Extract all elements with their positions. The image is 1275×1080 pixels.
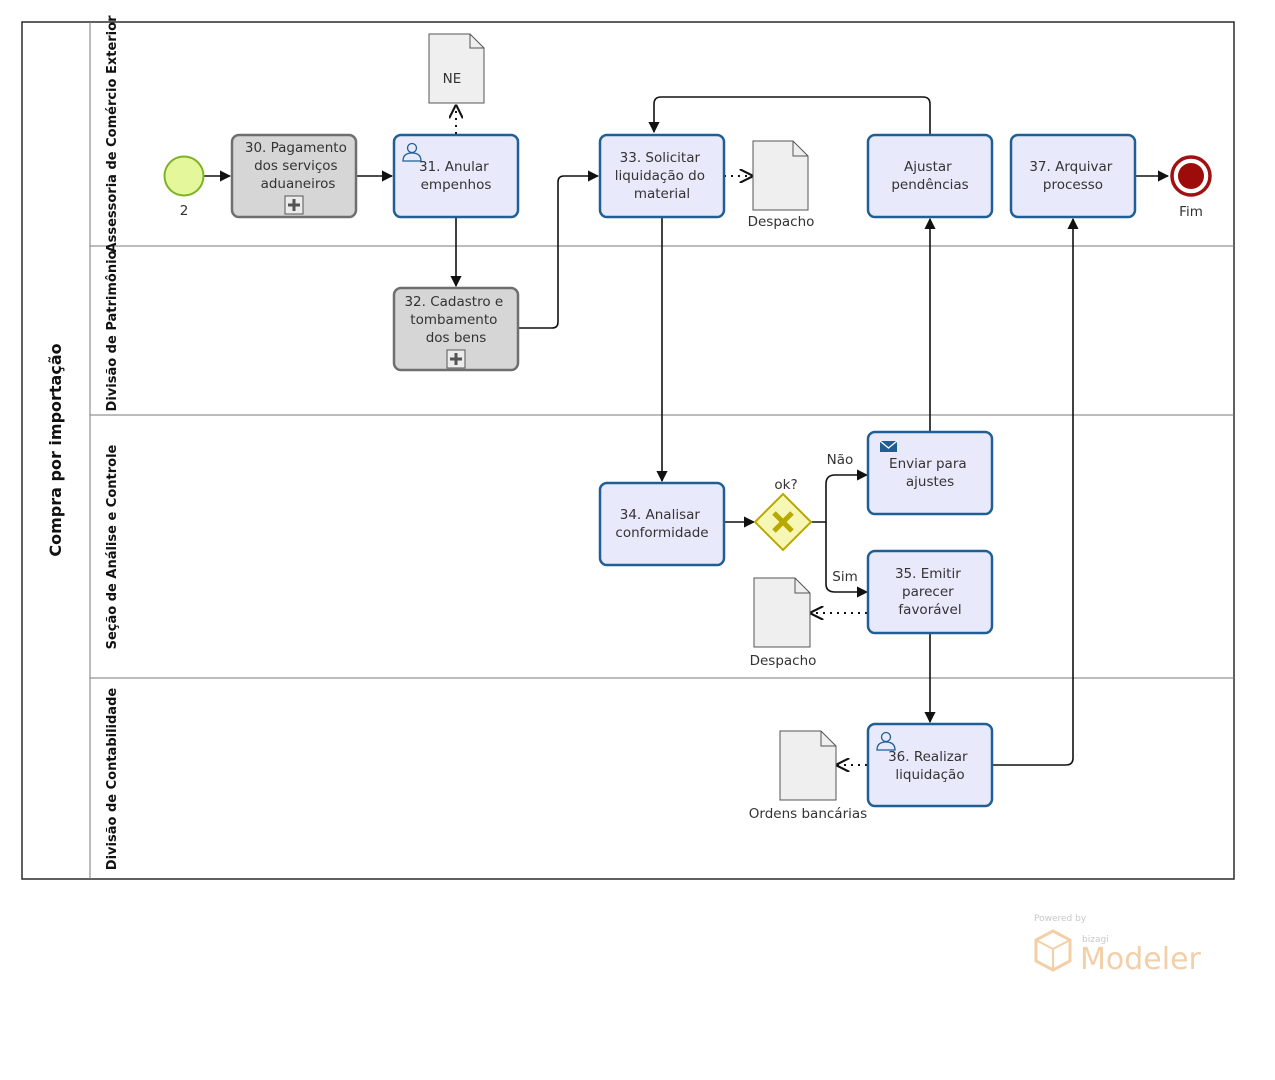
- bizagi-logo-icon: [1034, 929, 1072, 972]
- gateway-yes-label: Sim: [832, 569, 857, 585]
- task-enviar-ajustes[interactable]: Enviar para ajustes: [866, 430, 994, 516]
- task-37-box[interactable]: [1009, 133, 1137, 219]
- lane-label-analise-controle: Seção de Análise e Controle: [105, 444, 120, 649]
- subprocess-plus-icon: [284, 195, 304, 215]
- start-event-label: 2: [180, 203, 189, 219]
- task-30-text: 30. Pagamento dos serviços aduaneiros: [245, 140, 351, 192]
- document-despacho-1[interactable]: Despacho: [748, 140, 815, 230]
- gateway-x-icon: [772, 511, 794, 533]
- powered-by-text: Powered by: [1034, 914, 1087, 924]
- user-icon: [402, 142, 422, 162]
- task-33-box[interactable]: [598, 133, 726, 219]
- task-33-solicitar-liquidacao[interactable]: 33. Solicitar liquidação do material: [598, 133, 726, 219]
- task-enviar-text: Enviar para ajustes: [889, 456, 971, 490]
- envelope-icon: [879, 440, 898, 452]
- start-event[interactable]: 2: [163, 155, 205, 220]
- gateway-no-label: Não: [827, 452, 854, 468]
- document-icon[interactable]: [779, 730, 837, 801]
- associations: [456, 106, 867, 765]
- task-36-text: 36. Realizar liquidação: [888, 749, 972, 783]
- task-31-box[interactable]: [392, 133, 520, 219]
- task-31-text: 31. Anular empenhos: [419, 159, 493, 193]
- vendor-text: bizagi: [1082, 935, 1109, 945]
- task-32-text: 32. Cadastro e tombamento dos bens: [404, 294, 507, 346]
- task-33-text: 33. Solicitar liquidação do material: [615, 150, 710, 202]
- powered-by-branding: Powered by bizagi Modeler: [1034, 914, 1202, 977]
- pool: Compra por importação Assessoria de Comé…: [21, 15, 1235, 880]
- task-37-arquivar[interactable]: 37. Arquivar processo: [1009, 133, 1137, 219]
- document-icon[interactable]: [752, 140, 809, 211]
- task-ajustar-box[interactable]: [866, 133, 994, 219]
- gateway-label: ok?: [774, 477, 797, 493]
- task-35-box[interactable]: [866, 549, 994, 635]
- lane-label-patrimonio: Divisão de Patrimônio: [105, 250, 120, 411]
- task-35-text: 35. Emitir parecer favorável: [895, 566, 965, 618]
- task-32-box[interactable]: [392, 286, 520, 372]
- task-34-text: 34. Analisar conformidade: [615, 507, 708, 541]
- end-event-core: [1178, 163, 1204, 189]
- task-35-emitir-parecer[interactable]: 35. Emitir parecer favorável: [866, 549, 994, 635]
- document-ordens-label: Ordens bancárias: [749, 806, 867, 822]
- product-text: Modeler: [1080, 942, 1202, 977]
- user-icon: [876, 731, 896, 751]
- task-34-box[interactable]: [598, 481, 726, 567]
- pool-border: [21, 21, 1235, 880]
- end-event-label: Fim: [1179, 204, 1203, 220]
- task-ajustar-text: Ajustar pendências: [891, 159, 968, 193]
- document-icon[interactable]: [428, 33, 485, 104]
- task-36-box[interactable]: [866, 722, 994, 808]
- task-31-anular-empenhos[interactable]: 31. Anular empenhos: [392, 133, 520, 219]
- sequence-flows: [204, 96, 1170, 766]
- flow-36-to-37[interactable]: [992, 217, 1079, 766]
- end-event[interactable]: Fim: [1170, 155, 1212, 220]
- flow-32-to-33[interactable]: [518, 170, 600, 329]
- flow-gateway-no[interactable]: [810, 469, 869, 523]
- document-despacho-1-label: Despacho: [748, 214, 815, 230]
- task-30-box[interactable]: [230, 133, 358, 219]
- task-30-pagamento[interactable]: 30. Pagamento dos serviços aduaneiros: [230, 133, 358, 219]
- task-enviar-box[interactable]: [866, 430, 994, 516]
- document-ne[interactable]: NE: [428, 33, 485, 104]
- start-event-circle[interactable]: [163, 155, 205, 197]
- subprocess-plus-icon: [446, 349, 466, 369]
- document-despacho-2-label: Despacho: [750, 653, 817, 669]
- task-32-cadastro[interactable]: 32. Cadastro e tombamento dos bens: [392, 286, 520, 372]
- document-ordens-bancarias[interactable]: Ordens bancárias: [749, 730, 867, 822]
- document-despacho-2[interactable]: Despacho: [750, 577, 817, 669]
- exclusive-gateway[interactable]: ok? Não Sim: [753, 452, 858, 585]
- flow-gateway-yes[interactable]: [825, 522, 869, 598]
- document-ne-label: NE: [443, 71, 462, 87]
- lane-label-contabilidade: Divisão de Contabilidade: [105, 688, 120, 871]
- task-36-realizar-liquidacao[interactable]: 36. Realizar liquidação: [866, 722, 994, 808]
- task-ajustar-pendencias[interactable]: Ajustar pendências: [866, 133, 994, 219]
- lane-label-comercio-exterior: Assessoria de Comércio Exterior: [105, 15, 120, 253]
- task-34-analisar-conformidade[interactable]: 34. Analisar conformidade: [598, 481, 726, 567]
- pool-title: Compra por importação: [46, 343, 65, 556]
- task-37-text: 37. Arquivar processo: [1029, 159, 1116, 193]
- flow-ajustar-to-33[interactable]: [648, 96, 931, 134]
- document-icon[interactable]: [753, 577, 811, 648]
